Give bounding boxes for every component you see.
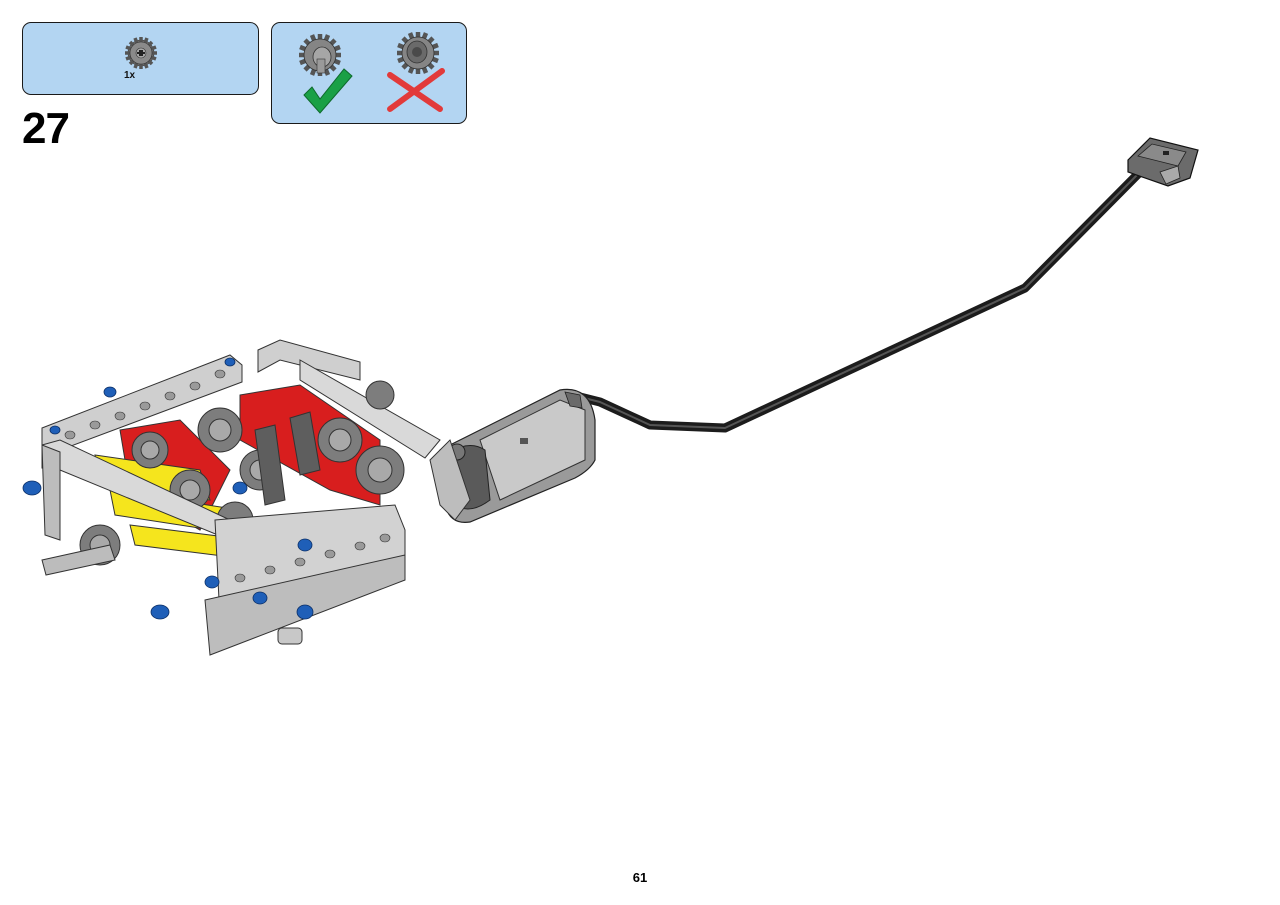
- cable-connector: [1127, 137, 1199, 187]
- gear-icon: [397, 32, 439, 74]
- motor: [439, 388, 596, 523]
- gear-icon: [299, 34, 341, 76]
- motor-cable: [570, 168, 1144, 433]
- checkmark-icon: [303, 68, 353, 114]
- cross-icon: [387, 68, 445, 112]
- part-quantity: 1x: [124, 70, 136, 81]
- gearbox-frame: [41, 339, 441, 656]
- orientation-hint-callout: [271, 22, 467, 124]
- parts-callout: 1x: [22, 22, 259, 95]
- step-number: 27: [22, 104, 70, 153]
- page-number: 61: [632, 870, 648, 885]
- gear-icon: [125, 37, 157, 69]
